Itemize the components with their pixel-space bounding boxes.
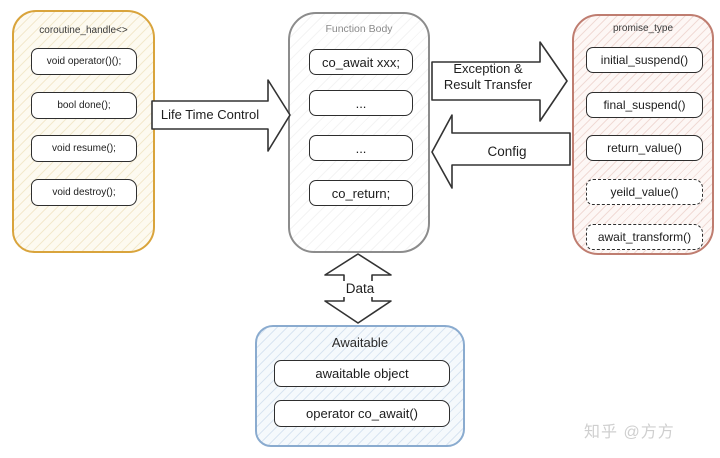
panel-function-body-title: Function Body bbox=[325, 23, 393, 35]
method-box-done: bool done(); bbox=[31, 92, 137, 119]
panel-coroutine-handle-title: coroutine_handle<> bbox=[39, 25, 128, 36]
exception-label-line2: Result Transfer bbox=[443, 77, 533, 92]
config-label: Config bbox=[487, 144, 527, 159]
method-box-return-value: return_value() bbox=[586, 135, 703, 161]
method-box-operator: void operator()(); bbox=[31, 48, 137, 75]
panel-awaitable-title: Awaitable bbox=[331, 335, 389, 350]
box-operator-co-await: operator co_await() bbox=[274, 400, 450, 427]
box-awaitable-object: awaitable object bbox=[274, 360, 450, 387]
panel-function-body: Function Body co_await xxx; ... ... co_r… bbox=[288, 12, 430, 253]
code-box-co-await: co_await xxx; bbox=[309, 49, 413, 75]
code-box-co-return: co_return; bbox=[309, 180, 413, 206]
panel-promise-type-title: promise_type bbox=[612, 23, 674, 34]
panel-coroutine-handle: coroutine_handle<> void operator()(); bo… bbox=[12, 10, 155, 253]
panel-promise-type: promise_type initial_suspend() final_sus… bbox=[572, 14, 714, 255]
method-box-initial-suspend: initial_suspend() bbox=[586, 47, 703, 73]
code-box-ellipsis-2: ... bbox=[309, 135, 413, 161]
method-box-destroy: void destroy(); bbox=[31, 179, 137, 206]
data-label: Data bbox=[336, 281, 384, 297]
panel-awaitable: Awaitable awaitable object operator co_a… bbox=[255, 325, 465, 447]
life-time-control-label: Life Time Control bbox=[160, 107, 260, 122]
zhihu-watermark: 知乎 @方方 bbox=[584, 424, 675, 441]
method-box-yield-value: yeild_value() bbox=[586, 179, 703, 205]
exception-label-line1: Exception & bbox=[453, 61, 523, 76]
method-box-final-suspend: final_suspend() bbox=[586, 92, 703, 118]
code-box-ellipsis-1: ... bbox=[309, 90, 413, 116]
method-box-resume: void resume(); bbox=[31, 135, 137, 162]
exception-result-transfer-label: Exception & Result Transfer bbox=[428, 61, 548, 93]
method-box-await-transform: await_transform() bbox=[586, 224, 703, 250]
